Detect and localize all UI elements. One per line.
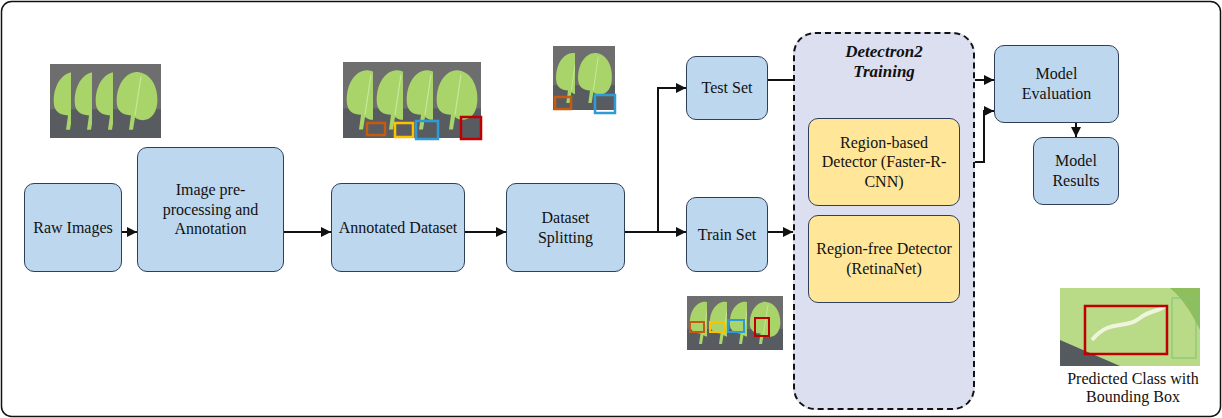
detector-box: Region-free Detector (RetinaNet) <box>808 215 960 303</box>
raw-image-stack <box>50 64 161 138</box>
flow-arrow <box>625 231 686 233</box>
box-label: Train Set <box>698 225 757 245</box>
process-box: Image pre-processing and Annotation <box>137 147 284 272</box>
flow-arrow <box>975 111 994 162</box>
process-box: Train Set <box>686 197 768 272</box>
process-box: Annotated Dataset <box>331 183 465 272</box>
box-label: Region-based Detector (Faster-R-CNN) <box>815 133 953 192</box>
training-region: Detectron2 TrainingRegion-based Detector… <box>793 32 975 410</box>
test-image-stack <box>553 46 615 113</box>
train-image-stack <box>687 296 783 350</box>
flow-arrow <box>465 231 506 233</box>
image-caption: Predicted Class with Bounding Box <box>1050 370 1216 407</box>
box-label: Raw Images <box>33 218 113 238</box>
box-label: Region-free Detector (RetinaNet) <box>815 239 953 278</box>
box-label: Image pre-processing and Annotation <box>144 180 277 239</box>
box-label: Model Evaluation <box>1001 64 1112 103</box>
annotated-image-stack <box>343 62 481 139</box>
box-label: Model Results <box>1040 151 1112 190</box>
box-label: Dataset Splitting <box>513 208 618 247</box>
detector-box: Region-based Detector (Faster-R-CNN) <box>808 118 960 206</box>
flow-arrow <box>625 88 686 232</box>
region-heading: Detectron2 Training <box>828 42 940 83</box>
flow-arrow <box>1075 123 1077 137</box>
flow-arrow <box>768 231 793 233</box>
box-label: Test Set <box>702 78 753 98</box>
result-image <box>1060 288 1200 366</box>
process-box: Test Set <box>686 56 768 120</box>
process-box: Model Results <box>1033 137 1119 205</box>
process-box: Model Evaluation <box>994 45 1119 123</box>
process-box: Dataset Splitting <box>506 183 625 272</box>
flow-arrow <box>122 231 137 233</box>
box-label: Annotated Dataset <box>339 218 458 238</box>
flow-arrow <box>284 231 331 233</box>
process-box: Raw Images <box>24 183 122 272</box>
